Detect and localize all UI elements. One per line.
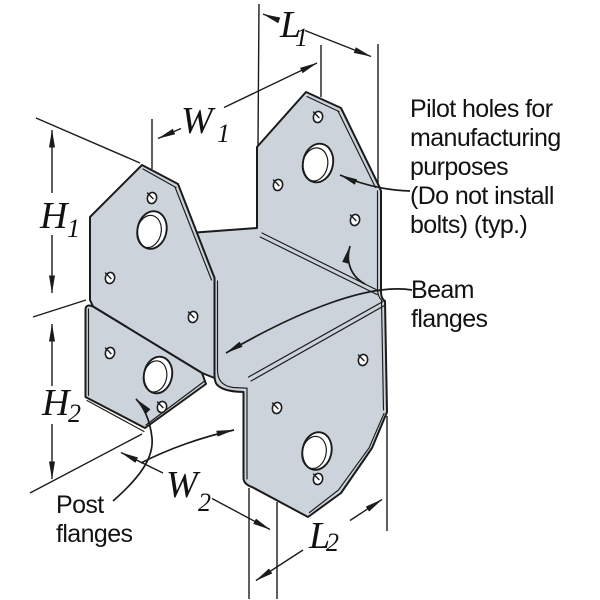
dim-line-W1 xyxy=(223,62,318,109)
bend-line xyxy=(247,300,384,378)
bolt-hole xyxy=(301,142,335,184)
dim-label-L2-sub: 2 xyxy=(326,528,339,557)
dim-label-H2: H xyxy=(41,382,72,424)
edge-line xyxy=(306,95,340,113)
leader-beam-flange-right xyxy=(342,245,366,285)
bolt-hole xyxy=(142,355,174,395)
leader-beam-flange-left xyxy=(225,288,413,354)
note-beam-flanges: Beam flanges xyxy=(411,276,488,333)
dim-label-W1-sub: 1 xyxy=(217,119,230,148)
dim-line-L2 xyxy=(255,549,304,582)
extension-line xyxy=(35,117,141,164)
dim-label-L2: L xyxy=(308,515,330,557)
bracket-body xyxy=(84,91,388,518)
extension-line xyxy=(32,299,87,318)
bolt-hole xyxy=(301,431,333,471)
leader-post-flange-right xyxy=(140,429,235,464)
note-line: Beam xyxy=(411,276,474,304)
dim-label-H1-sub: 1 xyxy=(67,214,80,243)
edge-line xyxy=(145,380,205,426)
pilot-hole xyxy=(272,178,284,192)
bend-line xyxy=(259,236,378,296)
pilot-hole xyxy=(349,213,361,227)
edge-line xyxy=(142,168,177,189)
pilot-hole xyxy=(187,310,199,324)
note-line: Pilot holes for xyxy=(410,95,553,123)
note-line: (Do not install xyxy=(410,182,554,210)
note-pilot-holes: Pilot holes for manufacturing purposes (… xyxy=(410,95,561,239)
bend-line xyxy=(250,305,385,382)
extension-line xyxy=(257,3,260,146)
pilot-hole xyxy=(146,191,158,205)
dim-line-L1 xyxy=(262,13,281,24)
annotation-leaders xyxy=(112,174,413,502)
dim-line-W2 xyxy=(211,497,271,531)
extension-lines xyxy=(29,3,388,599)
pilot-hole xyxy=(156,400,168,414)
leader-post-flange-left xyxy=(112,398,153,502)
note-post-flanges: Post flanges xyxy=(56,491,133,548)
note-line: bolts) (typ.) xyxy=(410,211,527,239)
note-line: purposes xyxy=(410,153,508,181)
dim-label-W2-sub: 2 xyxy=(198,488,211,517)
dim-line-L2 xyxy=(349,498,383,522)
dim-label-W2: W xyxy=(166,464,201,506)
dim-label-L1: L xyxy=(279,4,301,46)
note-line: flanges xyxy=(411,305,488,333)
leader-pilot-holes xyxy=(339,174,411,192)
dim-line-L1 xyxy=(304,29,372,58)
dim-label-H1: H xyxy=(39,195,70,237)
pilot-hole xyxy=(104,346,116,360)
dim-label-H2-sub: 2 xyxy=(68,399,81,428)
extension-line xyxy=(29,433,143,494)
note-line: Post xyxy=(56,491,104,519)
note-line: flanges xyxy=(56,520,133,548)
bolt-holes xyxy=(136,142,335,471)
edge-line xyxy=(86,399,145,433)
edge-line xyxy=(174,186,213,281)
bolt-hole xyxy=(136,210,168,250)
pilot-hole xyxy=(312,110,324,124)
beam-flange-right-plate xyxy=(195,91,388,518)
dim-line-W1 xyxy=(157,127,182,140)
edge-line xyxy=(216,280,248,480)
pilot-hole xyxy=(271,401,283,415)
edge-line xyxy=(308,412,385,514)
dim-label-W1: W xyxy=(181,100,216,142)
edge-line xyxy=(337,110,377,189)
dim-label-L1-sub: 1 xyxy=(295,23,308,52)
dimension-labels: L 1 W 1 H 1 H 2 W 2 L 2 xyxy=(39,4,339,557)
pilot-hole xyxy=(104,271,116,285)
pilot-holes xyxy=(104,110,369,486)
pilot-hole xyxy=(312,472,324,486)
note-line: manufacturing xyxy=(410,124,561,152)
pilot-hole xyxy=(357,353,369,367)
dimension-lines xyxy=(49,13,383,582)
